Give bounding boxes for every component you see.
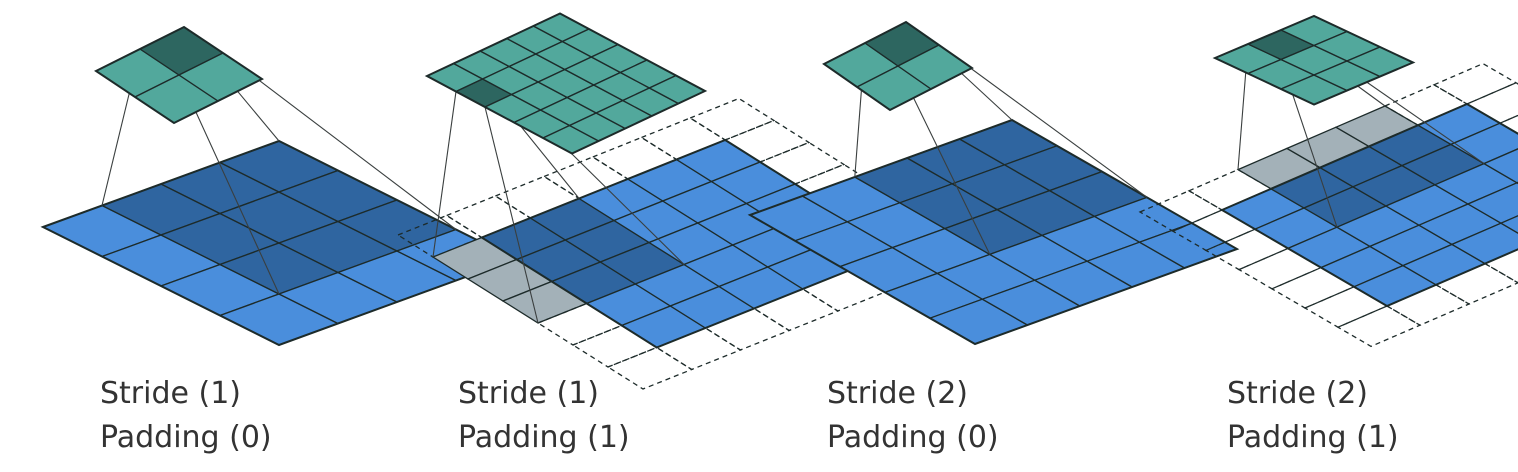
conv-diagram-3 [747, 20, 1240, 346]
stride-label: Stride (1) [458, 376, 600, 411]
input-outline [1219, 102, 1518, 308]
stride-label: Stride (1) [100, 376, 242, 411]
input-cell [1466, 182, 1518, 224]
caption-stride2-padding1: Stride (2) Padding (1) [1227, 372, 1399, 460]
output-grid [424, 12, 708, 155]
output-grid [1212, 14, 1416, 106]
stride-label: Stride (2) [827, 376, 969, 411]
padding-label: Padding (0) [100, 420, 272, 455]
input-cell [1449, 122, 1518, 165]
padding-cell [1336, 305, 1422, 348]
padding-cell [723, 119, 811, 163]
output-outline [1212, 14, 1416, 106]
input-grid [40, 139, 518, 347]
input-grid [747, 118, 1240, 346]
projection-line [432, 91, 457, 258]
input-cell [1499, 215, 1518, 234]
input-cell [1482, 148, 1518, 184]
caption-stride1-padding1: Stride (1) Padding (1) [458, 372, 630, 460]
padding-cell [758, 141, 846, 185]
stride-label: Stride (2) [1227, 376, 1369, 411]
input-outline [747, 118, 1240, 346]
caption-stride2-padding0: Stride (2) Padding (0) [827, 372, 999, 460]
projection-line [938, 44, 1148, 198]
input-grid [1138, 62, 1518, 348]
output-outline [822, 20, 974, 112]
output-outline [94, 25, 264, 125]
conv-diagram-4 [1138, 14, 1518, 348]
padding-cell [1434, 262, 1518, 305]
padding-label: Padding (1) [458, 420, 630, 455]
output-grid [822, 20, 974, 112]
input-cell [1450, 222, 1518, 265]
projection-line [484, 106, 539, 324]
caption-stride1-padding0: Stride (1) Padding (0) [100, 372, 272, 460]
padding-cell [688, 97, 776, 141]
output-outline [424, 12, 708, 155]
output-grid [94, 25, 264, 125]
padding-cell [1483, 248, 1518, 284]
padding-cell [1432, 62, 1518, 105]
projection-line [222, 52, 457, 230]
padding-label: Padding (0) [827, 420, 999, 455]
padding-label: Padding (1) [1227, 420, 1399, 455]
